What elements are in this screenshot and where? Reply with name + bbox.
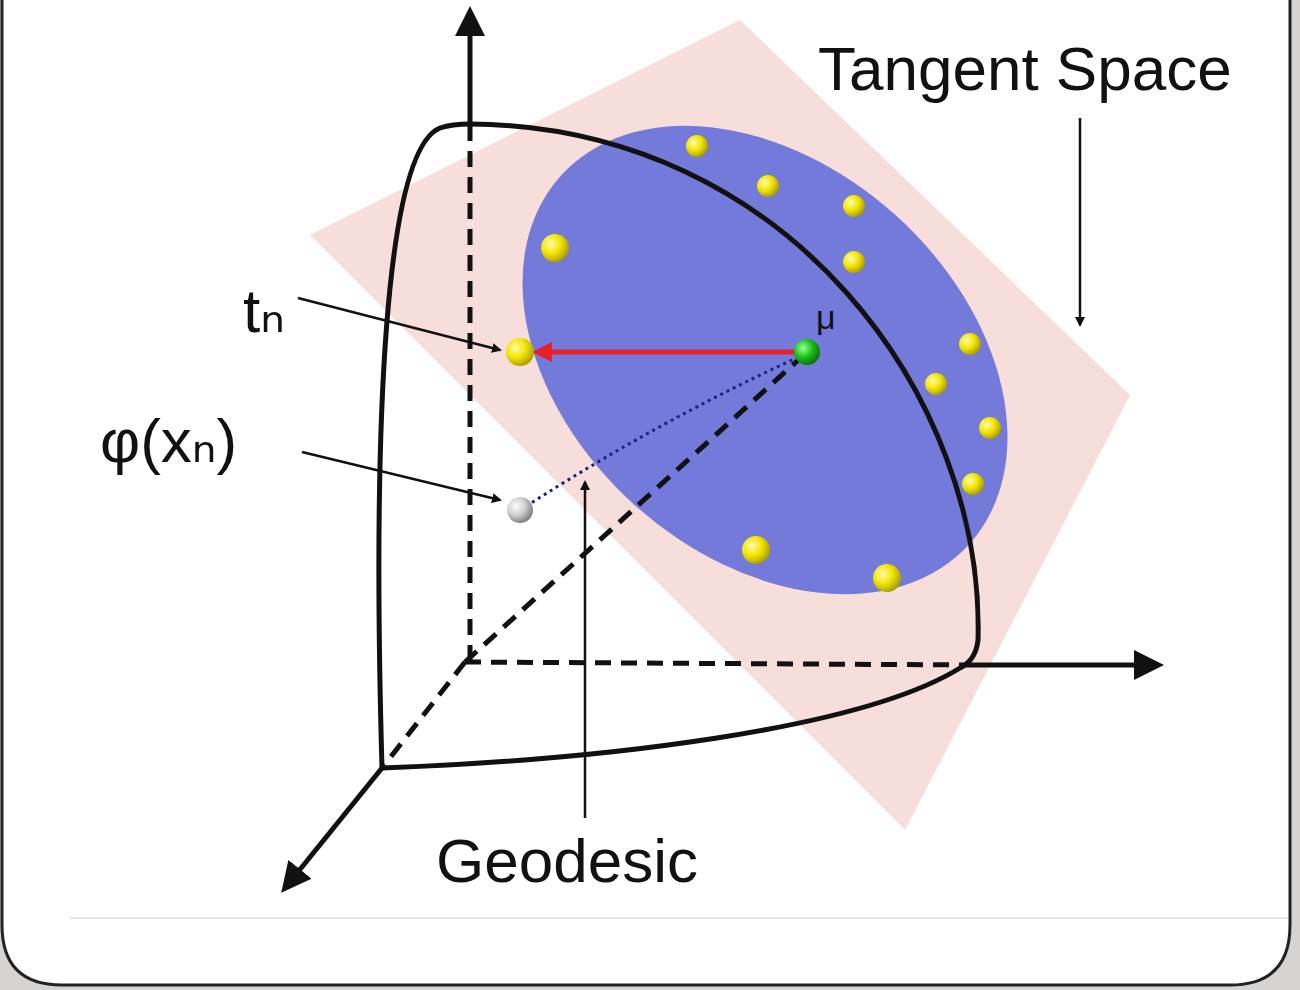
leader-arrow bbox=[1079, 118, 1082, 325]
log-map-arrow bbox=[538, 350, 796, 355]
leader-arrow bbox=[302, 452, 500, 500]
mean-label: μ bbox=[816, 300, 836, 334]
point-label: tₙ bbox=[243, 280, 285, 342]
mean-point bbox=[794, 339, 820, 365]
axis-y bbox=[975, 663, 1158, 668]
sphere-patch bbox=[379, 124, 978, 768]
tangent-points bbox=[506, 135, 1001, 592]
axis-dashed bbox=[382, 662, 465, 768]
panel-rule bbox=[70, 917, 1288, 919]
leader-arrow bbox=[298, 298, 500, 350]
axis-dashed bbox=[465, 662, 975, 665]
axis-z bbox=[468, 12, 473, 125]
curve-label: Geodesic bbox=[436, 830, 698, 892]
tangent-plane bbox=[310, 20, 1130, 830]
radius-dashed bbox=[465, 354, 805, 662]
point-label: φ(xₙ) bbox=[100, 410, 237, 472]
leader-arrow bbox=[584, 482, 587, 818]
plane-label: Tangent Space bbox=[818, 38, 1232, 100]
axis-x bbox=[285, 768, 382, 888]
manifold-point bbox=[507, 497, 533, 523]
axis-dashed bbox=[468, 125, 473, 660]
geodesic-curve bbox=[525, 354, 805, 507]
